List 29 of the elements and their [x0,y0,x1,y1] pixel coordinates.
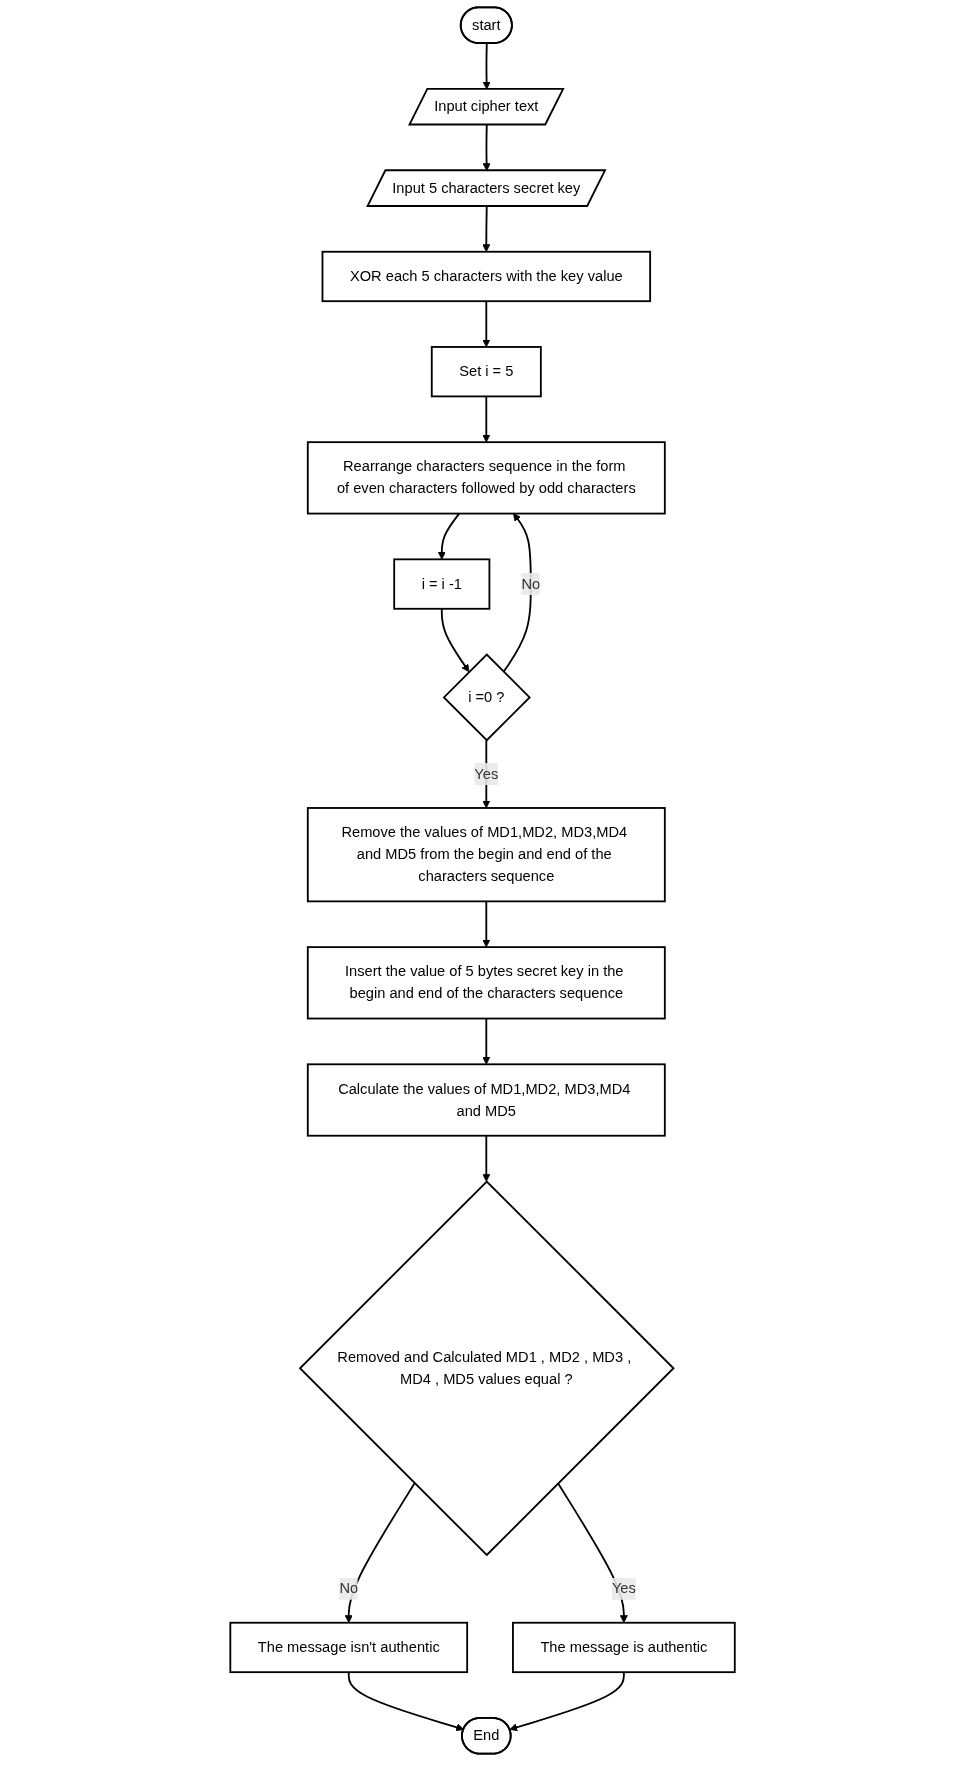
arrow [482,900,491,948]
node-box: Insert the value of 5 bytes secret key in the begin and end of the characters sequence [306,946,666,1020]
node-box: XOR each 5 characters with the key value [321,250,651,303]
arrow [482,205,491,253]
edge-label: No [339,1580,359,1597]
node-diamond: i =0 ? [442,653,531,742]
node-box: Set i = 5 [430,346,542,398]
arrow [344,1482,416,1624]
arrow [347,1671,465,1732]
node-box: Rearrange characters sequence in the form of even characters followed by odd characters [306,441,666,515]
node-box: The message is authentic [511,1621,736,1674]
arrow [557,1482,628,1624]
node-box: The message isn't authentic [229,1621,469,1674]
arrow [482,300,491,348]
node-box: Remove the values of MD1,MD2, MD3,MD4 and MD5 from the begin and end of the characters sequence [306,807,666,903]
edge-label: Yes [474,765,499,782]
arrow [482,1134,491,1182]
edge-label: Yes [611,1580,636,1597]
arrow [437,512,461,560]
arrow [482,395,491,443]
arrow [482,739,491,809]
edge-label: No [521,575,541,592]
arrow [509,1671,625,1732]
node-box: Calculate the values of MD1,MD2, MD3,MD4 and MD5 [306,1063,666,1137]
arrow [482,1017,491,1065]
node-diamond: Removed and Calculated MD1 , MD2 , MD3 , MD4 , MD5 values equal ? [298,1180,675,1557]
arrow [440,607,470,673]
arrow [502,513,532,673]
node-box: i = i -1 [393,558,491,610]
